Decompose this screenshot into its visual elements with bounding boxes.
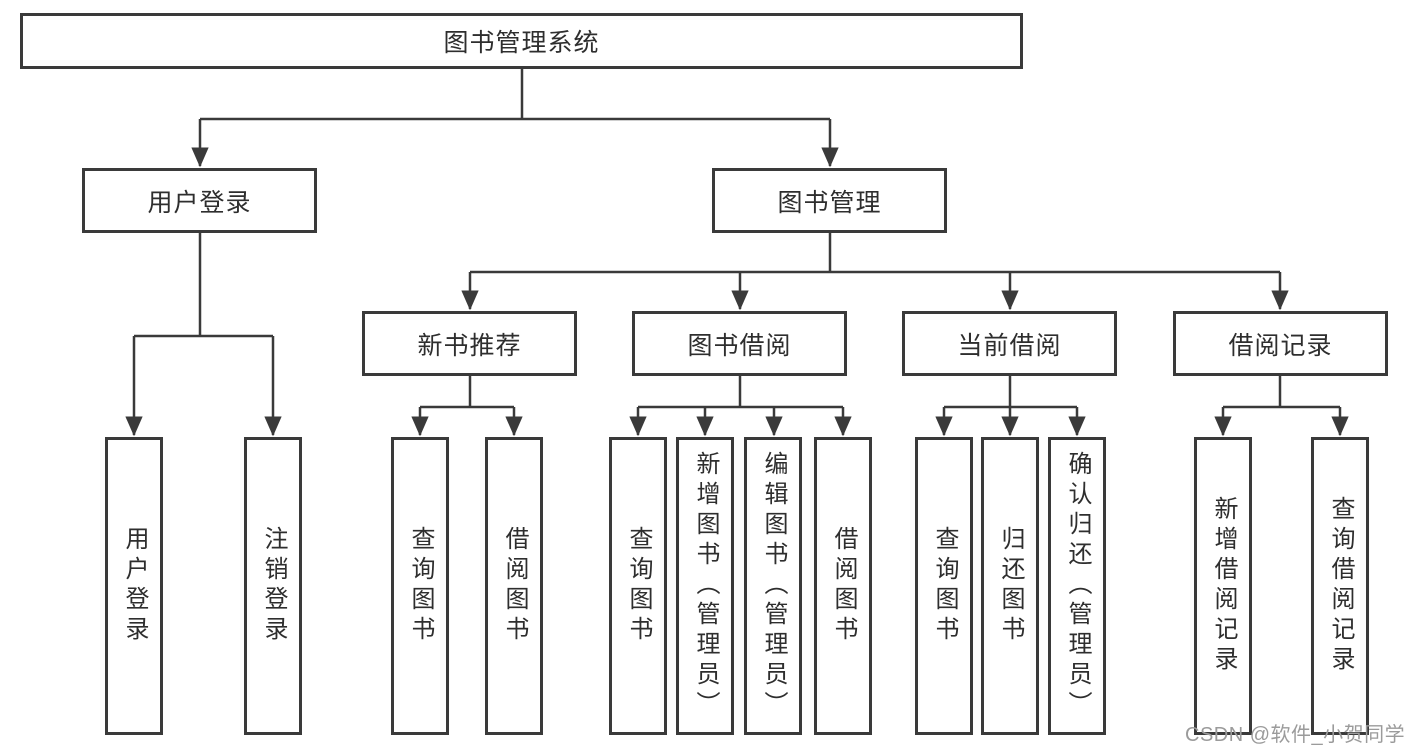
node-label: 新增图书（管理员）	[692, 451, 719, 721]
node-label: 查询借阅记录	[1327, 496, 1354, 676]
node-book-management: 图书管理	[712, 168, 947, 233]
node-label: 编辑图书（管理员）	[760, 451, 787, 721]
node-label: 查询图书	[625, 526, 652, 646]
leaf-add-borrow-record: 新增借阅记录	[1194, 437, 1252, 735]
leaf-borrow-books-recommend: 借阅图书	[485, 437, 543, 735]
trunk-lines	[134, 69, 1340, 409]
node-user-login: 用户登录	[82, 168, 317, 233]
node-label: 注销登录	[260, 526, 287, 646]
node-label: 借阅记录	[1228, 331, 1333, 360]
csdn-watermark: CSDN @软件_小贺同学	[1185, 724, 1405, 746]
arrow-connectors	[125, 119, 1349, 437]
leaf-edit-book-admin: 编辑图书（管理员）	[744, 437, 802, 735]
leaf-user-login: 用户登录	[105, 437, 163, 735]
node-label: 图书管理系统	[443, 29, 600, 57]
node-label: 用户登录	[121, 526, 148, 646]
leaf-add-book-admin: 新增图书（管理员）	[676, 437, 734, 735]
connector-lines	[125, 69, 1349, 437]
node-label: 确认归还（管理员）	[1064, 451, 1091, 721]
node-borrow-records: 借阅记录	[1173, 311, 1388, 376]
node-label: 用户登录	[147, 188, 252, 217]
node-current-borrow: 当前借阅	[902, 311, 1117, 376]
node-label: 新增借阅记录	[1210, 496, 1237, 676]
leaf-query-books-current: 查询图书	[915, 437, 973, 735]
node-label: 查询图书	[407, 526, 434, 646]
leaf-confirm-return-admin: 确认归还（管理员）	[1048, 437, 1106, 735]
node-root: 图书管理系统	[20, 13, 1023, 69]
node-label: 借阅图书	[830, 526, 857, 646]
node-label: 当前借阅	[957, 331, 1062, 360]
node-label: 查询图书	[931, 526, 958, 646]
leaf-query-borrow-record: 查询借阅记录	[1311, 437, 1369, 735]
leaf-return-books: 归还图书	[981, 437, 1039, 735]
leaf-query-books-recommend: 查询图书	[391, 437, 449, 735]
node-book-borrow: 图书借阅	[632, 311, 847, 376]
node-label: 归还图书	[997, 526, 1024, 646]
leaf-query-books-borrow: 查询图书	[609, 437, 667, 735]
node-label: 新书推荐	[417, 331, 522, 360]
node-label: 借阅图书	[501, 526, 528, 646]
leaf-borrow-books-borrow: 借阅图书	[814, 437, 872, 735]
node-label: 图书管理	[777, 188, 882, 217]
node-new-book-recommend: 新书推荐	[362, 311, 577, 376]
node-label: 图书借阅	[687, 331, 792, 360]
leaf-logout-login: 注销登录	[244, 437, 302, 735]
